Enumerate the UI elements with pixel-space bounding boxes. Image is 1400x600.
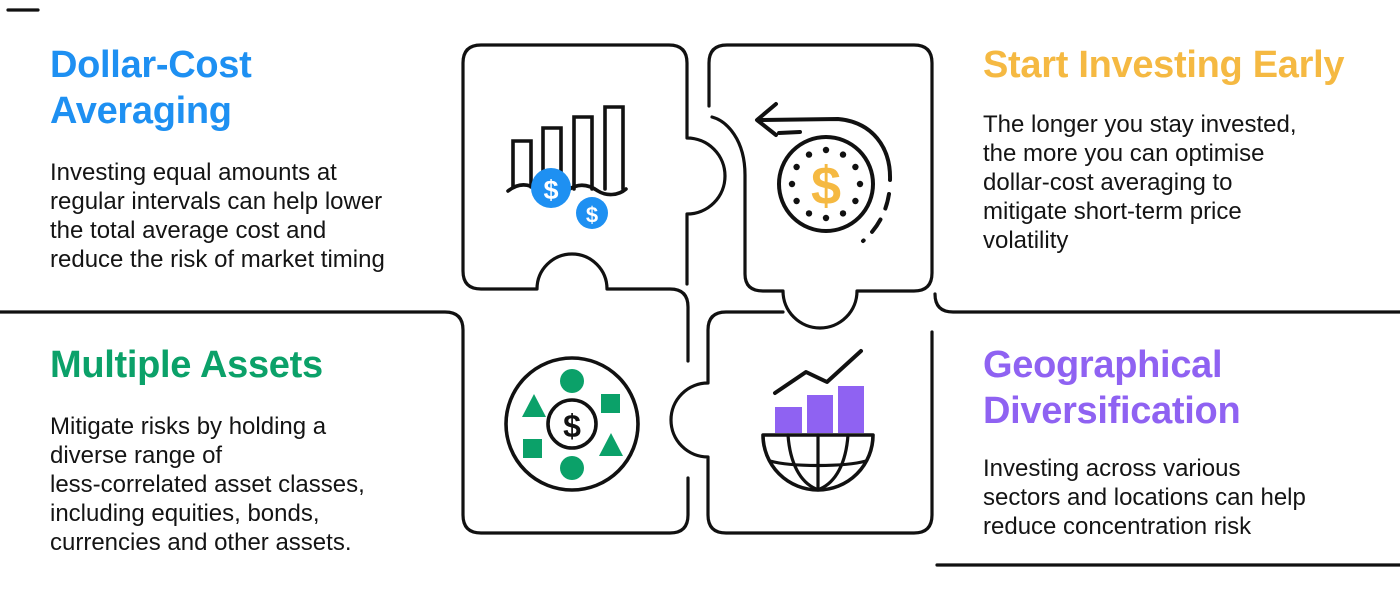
chart-bar-4 [603,105,625,191]
puzzle-piece-bottom-right [669,310,934,535]
body-line: less-correlated asset classes, [50,471,365,498]
recurring-dollar-arrow-icon: $ [755,102,893,243]
body-line: Mitigate risks by holding a [50,413,327,440]
asset-triangle-right [599,433,623,456]
growth-trend-line [773,349,863,395]
chart-bar-2 [541,126,563,189]
wheel-dollar-symbol: $ [563,408,581,444]
body-line: The longer you stay invested, [983,111,1297,138]
puzzle-piece-top-right [707,43,934,330]
body-line: dollar-cost averaging to [983,169,1233,196]
coin-dollar-symbol: $ [811,156,841,216]
coin-dot-ring [788,146,864,222]
dollar-coin-small [576,197,608,229]
body-line: regular intervals can help lower [50,188,383,215]
arrow-head [755,102,778,137]
dollar-coin-large [531,168,571,208]
title-line: Multiple Assets [50,344,323,386]
quadrant-body: Investing across various sectors and loc… [983,454,1393,541]
body-line: reduce the risk of market timing [50,246,385,273]
body-line: Investing equal amounts at [50,159,337,186]
body-line: Investing across various [983,455,1241,482]
growth-bar-1 [775,407,802,433]
body-line: including equities, bonds, [50,500,320,527]
arrow-shaft [758,117,893,182]
quadrant-title: Geographical Diversification [983,342,1393,434]
wheel-dollar-circle [546,398,598,450]
asset-circle-top [560,369,584,393]
dollar-coin-small-symbol: $ [586,203,598,228]
asset-square-left [523,439,542,458]
accent-lines [6,8,1400,567]
arrow-dashed-tail [861,192,891,243]
body-line: sectors and locations can help [983,484,1306,511]
body-line: the total average cost and [50,217,327,244]
asset-classes-wheel-icon: $ [504,356,640,492]
globe-with-growth-bars-icon [761,349,875,492]
chart-bar-3 [572,115,594,191]
globe-meridian-right [818,433,850,491]
bar-chart-with-dollar-coins-icon: $ $ [506,105,628,229]
chart-bar-1 [511,139,533,189]
globe-latitude [768,459,868,468]
dollar-coin-large-symbol: $ [543,175,558,205]
quadrant-multiple-assets: Multiple Assets Mitigate risks by holdin… [50,342,460,557]
quadrant-title: Start Investing Early [983,42,1393,88]
growth-bars [775,386,864,433]
body-line: the more you can optimise [983,140,1265,167]
puzzle-piece-bottom-right-top-line [933,292,1400,314]
title-line: Dollar-Cost [50,44,252,86]
globe-meridian-left [786,433,818,491]
asset-square-right [601,394,620,413]
asset-shapes [522,369,623,480]
quadrant-body: Mitigate risks by holding a diverse rang… [50,412,460,557]
coin-outline [777,135,875,233]
quadrant-body: Investing equal amounts at regular inter… [50,158,450,274]
quadrant-dollar-cost-averaging: Dollar-Cost Averaging Investing equal am… [50,42,450,274]
body-line: volatility [983,227,1069,254]
puzzle-piece-top-left [461,43,727,363]
quadrant-geographical-diversification: Geographical Diversification Investing a… [983,342,1393,541]
quadrant-title: Multiple Assets [50,342,460,388]
title-line: Diversification [983,390,1241,432]
body-line: currencies and other assets. [50,529,352,556]
puzzle-pieces [0,43,1400,535]
puzzle-piece-bottom-left-with-left-line [0,310,690,535]
body-line: reduce concentration risk [983,513,1252,540]
growth-bar-3 [838,386,864,433]
body-line: diverse range of [50,442,223,469]
title-line: Start Investing Early [983,44,1345,86]
arrow-small-dash [777,130,802,135]
growth-bar-2 [807,395,833,433]
title-line: Geographical [983,344,1223,386]
quadrant-title: Dollar-Cost Averaging [50,42,450,134]
body-line: mitigate short-term price [983,198,1242,225]
quadrant-body: The longer you stay invested, the more y… [983,110,1393,255]
asset-circle-bottom [560,456,584,480]
title-line: Averaging [50,90,232,132]
asset-triangle-left [522,394,546,417]
quadrant-start-investing-early: Start Investing Early The longer you sta… [983,42,1393,255]
